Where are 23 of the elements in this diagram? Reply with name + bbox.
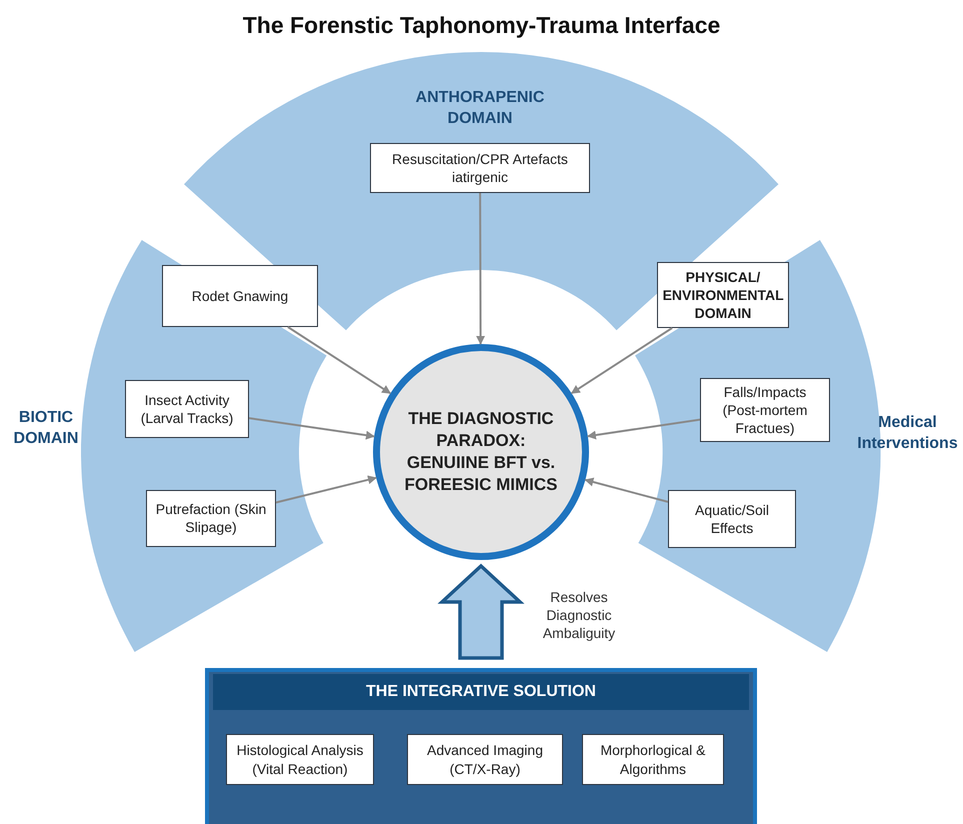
category-box: Advanced Imaging (CT/X-Ray) [407, 734, 563, 785]
category-box: Insect Activity (Larval Tracks) [124, 380, 249, 438]
category-box: Falls/Impacts (Post-mortem Fractues) [700, 378, 830, 442]
arrow [248, 417, 375, 440]
arrow [476, 193, 486, 345]
category-box: Putrefaction (Skin Slipage) [146, 490, 276, 547]
category-box: PHYSICAL/ ENVIRONMENTAL DOMAIN [656, 262, 789, 328]
category-box: Histological Analysis (Vital Reaction) [226, 734, 374, 785]
solution-panel [205, 668, 757, 824]
category-box: Aquatic/Soil Effects [668, 490, 796, 548]
diagram-title: The Forenstic Taphonomy-Trauma Interface [242, 12, 722, 39]
arrow [586, 418, 700, 440]
block-arrow [438, 564, 524, 660]
arrow [276, 475, 377, 504]
category-box: Resuscitation/CPR Artefacts iatirgenic [370, 143, 590, 193]
paradox-circle: THE DIAGNOSTIC PARADOX: GENUIINE BFT vs. FOREESIC MIMICS [373, 344, 589, 560]
category-box: Morphorlogical & Algorithms [582, 734, 724, 785]
domain-heading: ANTHORAPENIC DOMAIN [414, 88, 546, 129]
category-box: Rodet Gnawing [162, 264, 318, 327]
domain-heading: BIOTIC DOMAIN [12, 408, 80, 449]
domain-heading: Medical Interventions [856, 412, 959, 454]
panel-header: THE INTEGRATIVE SOLUTION [213, 674, 749, 710]
arrow [584, 478, 668, 503]
